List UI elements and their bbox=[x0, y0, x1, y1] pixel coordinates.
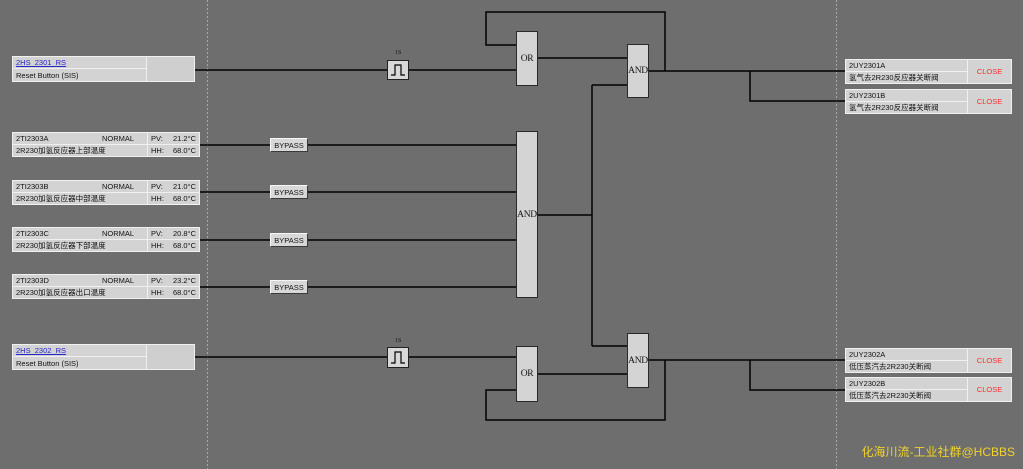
timer-duration-label: 1S bbox=[394, 337, 402, 344]
and-gate-top: AND bbox=[627, 44, 649, 98]
valve-description: 氢气去2R230反应器关断阀 bbox=[846, 71, 968, 83]
temperature-block-2ti2303c[interactable]: 2TI2303C NORMAL PV: 20.8°C 2R230加氢反应器下部温… bbox=[12, 227, 200, 252]
output-block-2uy2301b[interactable]: 2UY2301B 氢气去2R230反应器关断阀 CLOSE bbox=[845, 89, 1012, 114]
hh-label: HH: bbox=[151, 145, 164, 155]
temperature-description: 2R230加氢反应器上部温度 bbox=[13, 144, 148, 156]
temperature-tag: 2TI2303B bbox=[13, 181, 96, 193]
pv-label: PV: bbox=[148, 228, 173, 240]
valve-description: 氢气去2R230反应器关断阀 bbox=[846, 101, 968, 113]
bypass-button-2ti2303c[interactable]: BYPASS bbox=[270, 233, 308, 247]
alarm-status: NORMAL bbox=[96, 181, 148, 193]
temperature-tag: 2TI2303A bbox=[13, 133, 96, 145]
or-gate-top: OR bbox=[516, 31, 538, 86]
reset-description: Reset Button (SIS) bbox=[13, 69, 147, 81]
valve-state: CLOSE bbox=[976, 67, 1003, 76]
temperature-block-2ti2303d[interactable]: 2TI2303D NORMAL PV: 23.2°C 2R230加氢反应器出口温… bbox=[12, 274, 200, 299]
alarm-status: NORMAL bbox=[96, 275, 148, 287]
or-gate-bottom: OR bbox=[516, 346, 538, 402]
hh-setpoint: 68.0°C bbox=[173, 240, 196, 250]
reset-button[interactable] bbox=[147, 57, 194, 81]
reset-tag-link[interactable]: 2HS_2302_RS bbox=[13, 345, 147, 357]
pulse-icon bbox=[391, 351, 405, 364]
temperature-description: 2R230加氢反应器中部温度 bbox=[13, 192, 148, 204]
watermark: 化海川流-工业社群@HCBBS bbox=[861, 445, 1015, 459]
pv-value: 20.8°C bbox=[173, 228, 199, 240]
reset-tag-link[interactable]: 2HS_2301_RS bbox=[13, 57, 147, 69]
hh-label: HH: bbox=[151, 240, 164, 250]
output-block-2uy2302b[interactable]: 2UY2302B 低压蒸汽去2R230关断阀 CLOSE bbox=[845, 377, 1012, 402]
pulse-timer-block bbox=[387, 60, 409, 80]
temperature-tag: 2TI2303C bbox=[13, 228, 96, 240]
reset-button[interactable] bbox=[147, 345, 194, 369]
temperature-tag: 2TI2303D bbox=[13, 275, 96, 287]
temperature-block-2ti2303a[interactable]: 2TI2303A NORMAL PV: 21.2°C 2R230加氢反应器上部温… bbox=[12, 132, 200, 157]
hh-setpoint: 68.0°C bbox=[173, 287, 196, 297]
alarm-status: NORMAL bbox=[96, 228, 148, 240]
output-block-2uy2302a[interactable]: 2UY2302A 低压蒸汽去2R230关断阀 CLOSE bbox=[845, 348, 1012, 373]
pulse-timer-block bbox=[387, 347, 409, 368]
hh-label: HH: bbox=[151, 193, 164, 203]
reset-description: Reset Button (SIS) bbox=[13, 357, 147, 369]
wire-and-top-feedback bbox=[485, 11, 666, 71]
pv-value: 21.0°C bbox=[173, 181, 199, 193]
valve-state: CLOSE bbox=[976, 385, 1003, 394]
reset-block-2hs-2302-rs[interactable]: 2HS_2302_RS Reset Button (SIS) bbox=[12, 344, 195, 370]
and-gate-bottom: AND bbox=[627, 333, 649, 388]
temperature-description: 2R230加氢反应器出口温度 bbox=[13, 286, 148, 298]
temperature-block-2ti2303b[interactable]: 2TI2303B NORMAL PV: 21.0°C 2R230加氢反应器中部温… bbox=[12, 180, 200, 205]
valve-tag: 2UY2301A bbox=[846, 60, 968, 72]
valve-tag: 2UY2302B bbox=[846, 378, 968, 390]
valve-description: 低压蒸汽去2R230关断阀 bbox=[846, 389, 968, 401]
hh-setpoint: 68.0°C bbox=[173, 145, 196, 155]
bypass-button-2ti2303a[interactable]: BYPASS bbox=[270, 138, 308, 152]
pulse-icon bbox=[391, 64, 405, 76]
hh-setpoint: 68.0°C bbox=[173, 193, 196, 203]
bypass-button-2ti2303b[interactable]: BYPASS bbox=[270, 185, 308, 199]
and-gate-main: AND bbox=[516, 131, 538, 298]
pv-value: 23.2°C bbox=[173, 275, 199, 287]
wire-and-top-to-2uy2301b bbox=[749, 71, 845, 102]
bypass-button-2ti2303d[interactable]: BYPASS bbox=[270, 280, 308, 294]
valve-description: 低压蒸汽去2R230关断阀 bbox=[846, 360, 968, 372]
pv-label: PV: bbox=[148, 133, 173, 145]
output-block-2uy2301a[interactable]: 2UY2301A 氢气去2R230反应器关断阀 CLOSE bbox=[845, 59, 1012, 84]
hh-label: HH: bbox=[151, 287, 164, 297]
pv-label: PV: bbox=[148, 181, 173, 193]
valve-state: CLOSE bbox=[976, 356, 1003, 365]
alarm-status: NORMAL bbox=[96, 133, 148, 145]
reset-block-2hs-2301-rs[interactable]: 2HS_2301_RS Reset Button (SIS) bbox=[12, 56, 195, 82]
wire-and-main-distribution bbox=[538, 84, 627, 347]
pv-label: PV: bbox=[148, 275, 173, 287]
timer-duration-label: 1S bbox=[394, 49, 402, 56]
valve-state: CLOSE bbox=[976, 97, 1003, 106]
temperature-description: 2R230加氢反应器下部温度 bbox=[13, 239, 148, 251]
pv-value: 21.2°C bbox=[173, 133, 199, 145]
valve-tag: 2UY2301B bbox=[846, 90, 968, 102]
wire-and-bottom-to-2uy2302b bbox=[749, 360, 845, 391]
wire-and-bottom-feedback bbox=[485, 360, 666, 421]
valve-tag: 2UY2302A bbox=[846, 349, 968, 361]
